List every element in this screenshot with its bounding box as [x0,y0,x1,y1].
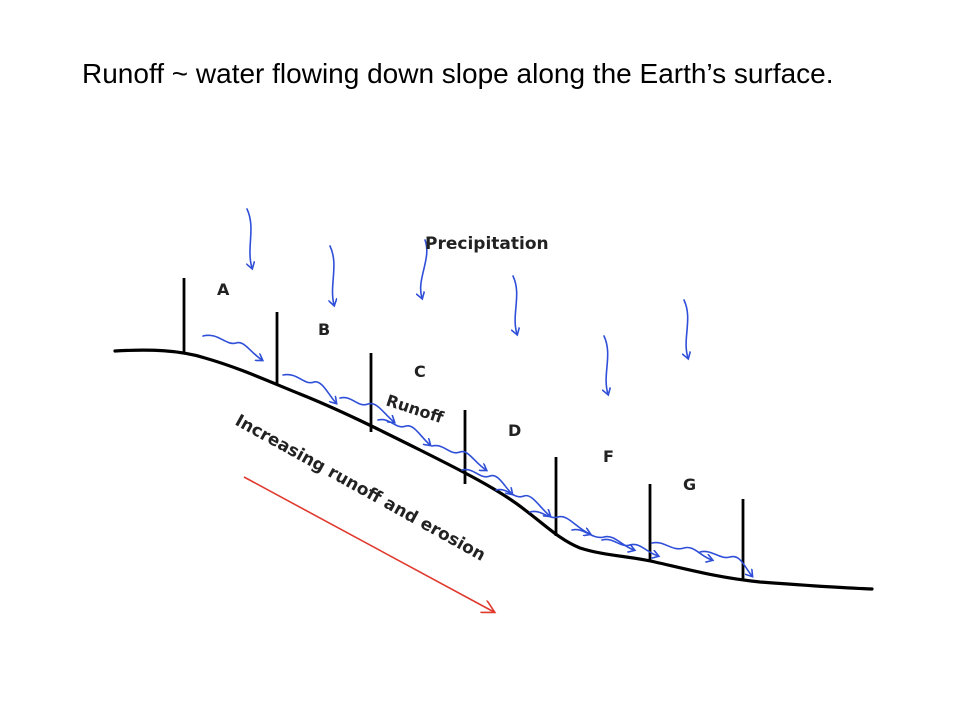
trend-arrow [243,476,494,612]
station-label-g: G [683,475,696,494]
station-label-a: A [217,280,230,299]
precipitation-arrow [513,275,517,334]
trend-label: Increasing runoff and erosion [232,411,489,566]
station-label-d: D [508,421,521,440]
slide-title: Runoff ~ water flowing down slope along … [82,58,834,89]
station-label-b: B [318,320,330,339]
precipitation-arrow [247,208,252,268]
station-label-f: F [603,447,614,466]
station-label-c: C [414,362,426,381]
precipitation-label: Precipitation [425,234,549,254]
precipitation-arrow [684,299,688,358]
slope-ground-line [113,348,874,591]
precipitation-arrow [421,239,428,298]
precipitation-arrow [604,335,608,394]
precipitation-arrow [330,245,334,305]
runoff-flow [202,334,752,576]
